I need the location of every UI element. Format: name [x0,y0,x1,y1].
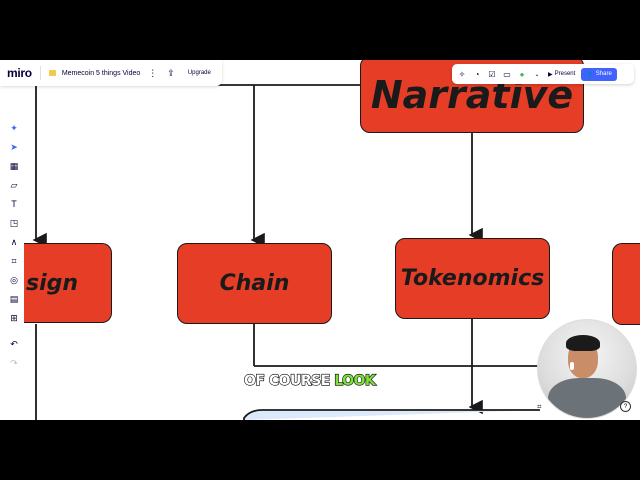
board-title[interactable]: Memecoin 5 things Video [62,70,140,77]
templates-icon[interactable]: ▦ [7,159,21,173]
upgrade-button[interactable]: Upgrade [183,68,216,78]
presenter-body [548,378,626,419]
caption-white-text: OF COURSE [244,373,334,389]
present-button[interactable]: ▶ Present [548,71,575,78]
fit-frame-icon[interactable]: ⌗ [537,402,542,412]
caption-highlight-text: LOOK [334,373,375,389]
node-chain-label: Chain [220,271,290,296]
text-tool-icon[interactable]: T [7,197,21,211]
earbud [570,362,574,370]
node-chain[interactable]: Chain [177,243,332,324]
help-icon[interactable]: ? [620,401,631,412]
node-offscreen-right[interactable] [612,243,640,325]
left-toolbar: ✦ ➤ ▦ ▱ T ◳ ∧ ⌗ ◎ ▤ ⊞ ↶ ↷ [4,116,24,378]
node-tokenomics-label: Tokenomics [401,266,544,291]
presenter-hair [566,335,600,351]
shapes-icon[interactable]: ◳ [7,216,21,230]
ai-sparkle-icon[interactable]: ✦ [7,121,21,135]
timer-icon[interactable]: ◔ [472,69,482,79]
reactions-icon[interactable]: ✧ [457,69,467,79]
comment-icon[interactable]: ◎ [7,273,21,287]
node-design[interactable]: sign [18,243,112,323]
play-icon: ▶ [548,71,553,78]
miro-board-window: Narrative sign Chain Tokenomics miro Mem… [0,60,640,420]
vote-icon[interactable]: ☑ [487,69,497,79]
board-icon [49,70,56,76]
share-button[interactable]: 👤 Share [581,68,617,81]
miro-logo[interactable]: miro [7,66,32,80]
node-design-label: sign [26,271,78,296]
present-label: Present [555,71,576,77]
node-tokenomics[interactable]: Tokenomics [395,238,550,319]
share-label: Share [596,71,612,77]
toolbar-divider [40,66,41,80]
collaboration-toolbar: ✧ ◔ ☑ ▭ ● ⌄ ▶ Present 👤 Share [452,64,634,84]
video-caption: OF COURSE LOOK [244,373,375,389]
undo-icon[interactable]: ↶ [7,337,21,351]
select-cursor-icon[interactable]: ➤ [7,140,21,154]
redo-icon[interactable]: ↷ [7,356,21,370]
pen-tool-icon[interactable]: ∧ [7,235,21,249]
video-call-icon[interactable]: ▭ [502,69,512,79]
top-toolbar: miro Memecoin 5 things Video ⋮ ⇪ Upgrade [0,60,222,86]
collaborator-avatar[interactable]: ● [517,69,527,79]
bottom-node-edge [244,410,540,420]
frame-tool-icon[interactable]: ⌗ [7,254,21,268]
export-icon[interactable]: ⇪ [167,68,175,79]
sticky-note-icon[interactable]: ▱ [7,178,21,192]
add-icon[interactable]: ⊞ [7,311,21,325]
more-menu-icon[interactable]: ⋮ [148,68,157,79]
share-users-icon: 👤 [586,71,593,78]
chevron-down-icon[interactable]: ⌄ [532,69,542,79]
more-tools-icon[interactable]: ▤ [7,292,21,306]
